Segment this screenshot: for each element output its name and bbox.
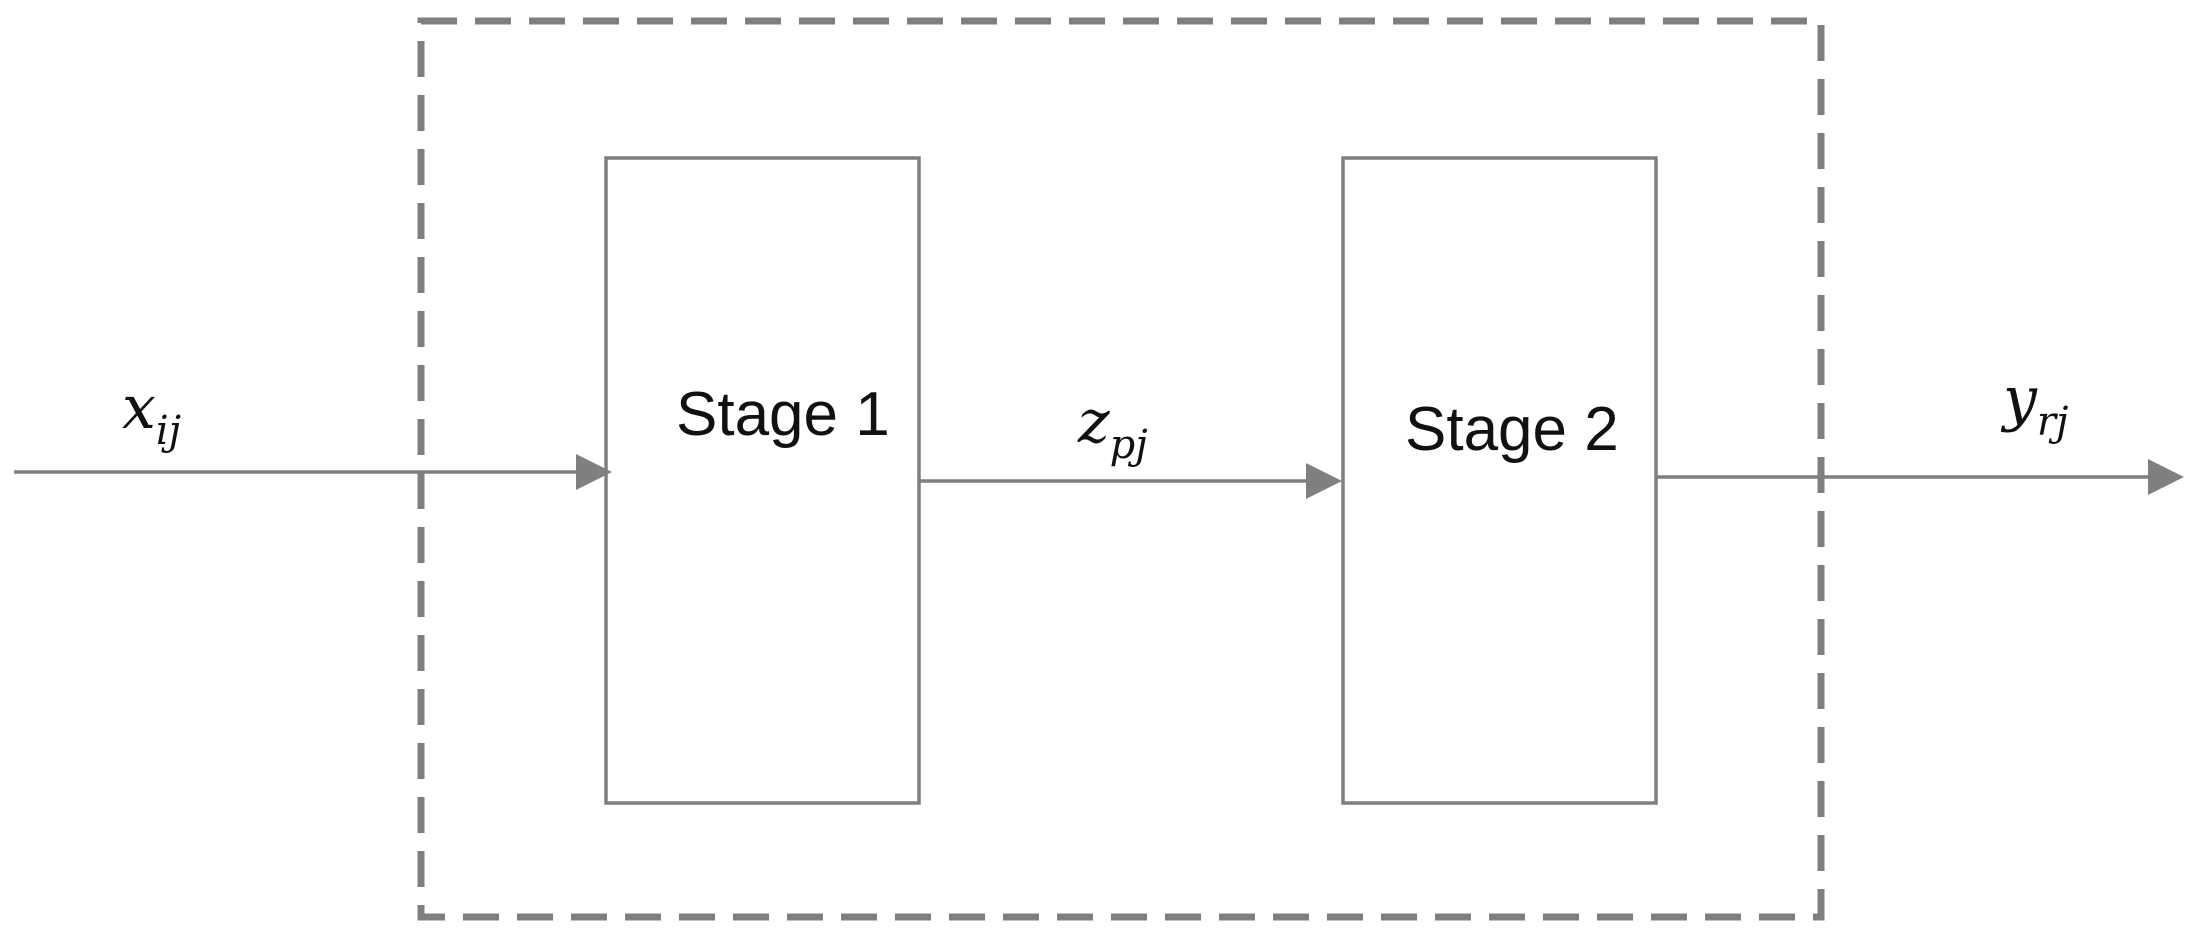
input-variable-subscript: ij [156,408,181,454]
intermediate-variable-symbol: z [1077,387,1110,457]
intermediate-variable-label: zpj [1077,387,1148,468]
input-variable-label: xij [122,373,181,454]
intermediate-arrowhead [1306,463,1342,499]
input-variable-symbol: x [122,373,156,443]
output-variable-label: yrj [2000,364,2068,445]
stage-2-box [1341,156,1658,805]
system-boundary [417,17,1825,921]
output-arrowhead [2148,459,2184,495]
stage-2-label: Stage 2 [1405,395,1619,464]
output-variable-symbol: y [2000,364,2038,434]
input-arrowhead [576,454,612,490]
stage-1-label: Stage 1 [676,380,890,449]
stage-1-box [604,156,921,805]
output-variable-subscript: rj [2037,399,2069,445]
intermediate-variable-subscript: pj [1110,422,1148,468]
